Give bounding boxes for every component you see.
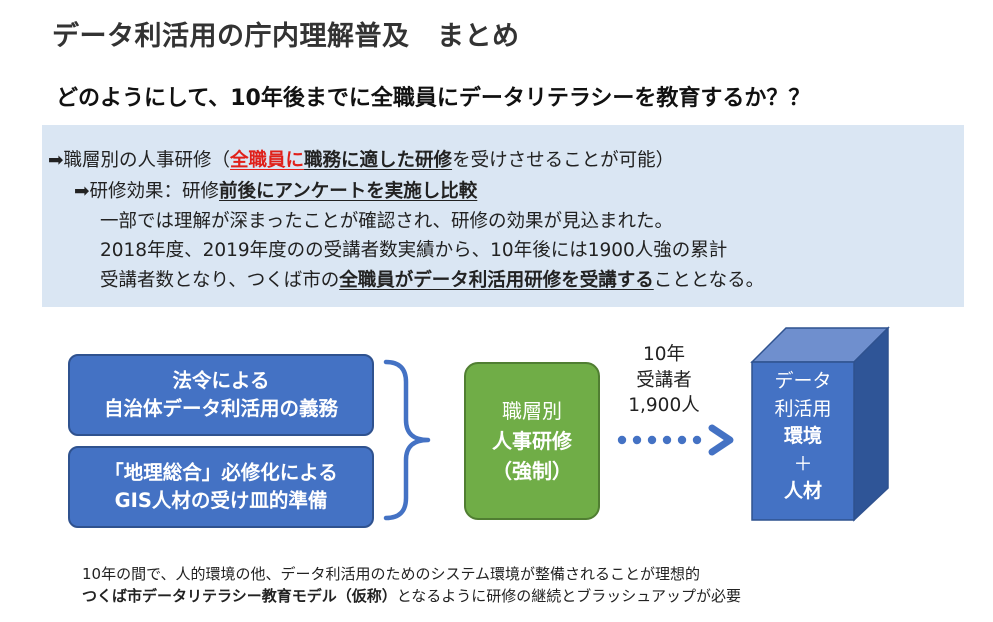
bottom-note-2: つくば市データリテラシー教育モデル（仮称）となるように研修の継続とブラッシュアッ… (82, 585, 741, 606)
geography-course-line-2: GIS人材の受け皿的準備 (114, 489, 328, 512)
panel-line-5-text-c: こととなる。 (653, 270, 765, 291)
cube-line-3: 環境 (783, 425, 822, 448)
panel-line-4: 2018年度、2019年度のの受講者数実績から、10年後には1900人強の累計 (100, 240, 728, 261)
right-brace-icon (383, 359, 431, 521)
arrow-label-line-1: 10年 (642, 344, 686, 365)
panel-line-1-text-a: 職層別の人事研修（ (63, 150, 231, 171)
panel-line-2: ➡研修効果：研修前後にアンケートを実施し比較 (74, 177, 477, 203)
panel-line-2-text-a: 研修効果：研修 (89, 181, 220, 202)
arrow-label: 10年 受講者 1,900人 (614, 342, 714, 419)
panel-line-1-text-c: 職務に適した研修 (304, 150, 453, 171)
panel-line-2-text-b: 前後にアンケートを実施し比較 (219, 181, 478, 202)
arrow-icon: ➡ (74, 181, 90, 202)
environment-cube (750, 326, 890, 522)
legal-obligation-line-2: 自治体データ利活用の義務 (103, 397, 338, 420)
page-title: データ利活用の庁内理解普及 まとめ (52, 21, 520, 52)
arrow-label-line-3: 1,900人 (628, 395, 700, 417)
bottom-note-2-rest: となるように研修の継続とブラッシュアップが必要 (396, 587, 741, 605)
cube-line-4: ＋ (793, 452, 813, 475)
bottom-note-2-bold: つくば市データリテラシー教育モデル（仮称） (82, 587, 397, 605)
arrow-label-line-2: 受講者 (636, 369, 692, 391)
panel-line-1-text-d: を受けさせることが可能） (452, 150, 675, 171)
summary-panel (42, 125, 964, 307)
cube-line-2: 利活用 (774, 397, 832, 420)
main-question: どのようにして、10年後までに全職員にデータリテラシーを教育するか？？ (56, 86, 811, 111)
environment-cube-text: データ 利活用 環境 ＋ 人材 (752, 368, 854, 506)
cube-line-5: 人材 (783, 480, 822, 503)
panel-line-1-text-b: 全職員に (230, 150, 305, 171)
training-line-3: （強制） (492, 459, 572, 483)
legal-obligation-box: 法令による 自治体データ利活用の義務 (68, 354, 374, 436)
arrow-icon: ➡ (48, 150, 64, 171)
panel-line-3: 一部では理解が深まったことが確認され、研修の効果が見込まれた。 (100, 211, 673, 232)
panel-line-1: ➡職層別の人事研修（全職員に職務に適した研修を受けさせることが可能） (48, 146, 674, 172)
training-line-1: 職層別 (502, 399, 562, 423)
geography-course-box: 「地理総合」必修化による GIS人材の受け皿的準備 (68, 446, 374, 528)
training-line-2: 人事研修 (492, 429, 572, 453)
legal-obligation-line-1: 法令による (172, 368, 270, 392)
panel-line-5-text-a: 受講者数となり、つくば市の (100, 270, 340, 291)
geography-course-line-1: 「地理総合」必修化による (104, 460, 338, 484)
cube-line-1: データ (774, 370, 832, 392)
panel-line-5: 受講者数となり、つくば市の全職員がデータ利活用研修を受講することとなる。 (100, 266, 764, 292)
dotted-arrow-icon (617, 424, 734, 456)
training-box: 職層別 人事研修 （強制） (464, 362, 600, 520)
bottom-note-1: 10年の間で、人的環境の他、データ利活用のためのシステム環境が整備されることが理… (82, 565, 701, 583)
panel-line-5-text-b: 全職員がデータ利活用研修を受講する (339, 270, 654, 291)
